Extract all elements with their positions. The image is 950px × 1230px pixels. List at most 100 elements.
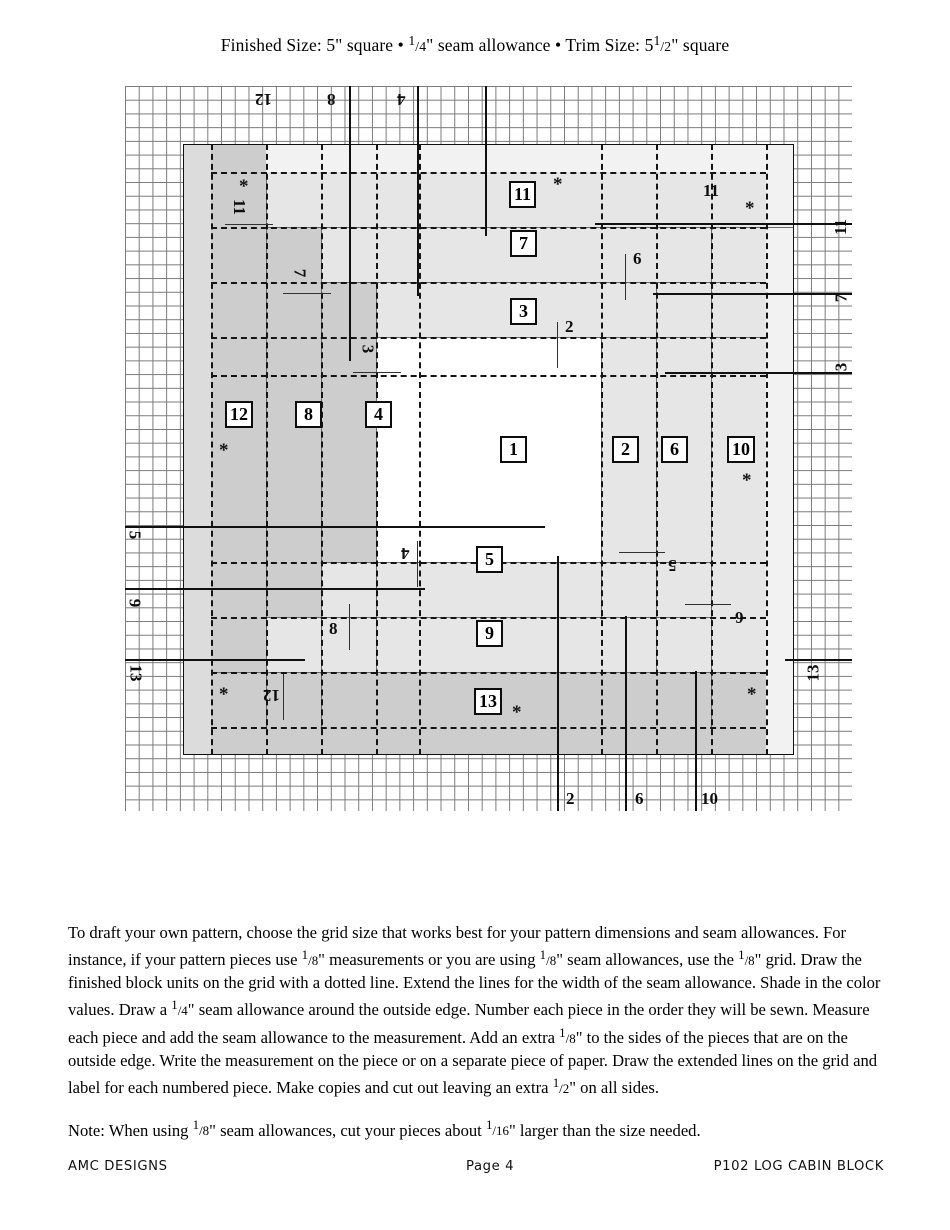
extension-line-top-12 [349, 86, 352, 361]
asterisk-marker-13-left: * [219, 684, 229, 705]
asterisk-marker-10-top-right: * [745, 198, 755, 219]
piece-number-12: 12 [225, 401, 253, 428]
dashed-unit-line-top [211, 172, 766, 174]
extension-line-top-4 [485, 86, 488, 236]
dashed-unit-line-10 [711, 144, 713, 755]
inline-number-8-bottom: 8 [329, 619, 338, 638]
extension-line-right-11 [595, 223, 852, 226]
tick-line-4 [417, 541, 419, 587]
frac-num: 1 [301, 946, 309, 962]
dashed-unit-line-right [766, 144, 768, 755]
dashed-unit-line-bottom [211, 727, 766, 729]
frac-num: 1 [485, 1117, 493, 1133]
piece-number-13: 13 [474, 688, 502, 715]
edge-label-left-9: 9 [125, 598, 145, 608]
inline-number-4-bottom: 4 [401, 544, 410, 563]
edge-label-right-13: 13 [803, 664, 823, 682]
piece-number-7: 7 [510, 230, 537, 257]
piece-1-shape [419, 375, 601, 562]
frac-den: 8 [202, 1123, 210, 1139]
frac-den: 8 [569, 1030, 576, 1046]
piece-number-5: 5 [476, 546, 503, 573]
piece-number-10: 10 [727, 436, 755, 463]
extension-line-right-3 [665, 372, 852, 375]
page-title: Finished Size: 5" square • 1/4" seam all… [0, 33, 950, 56]
seam-allowance-top [211, 144, 766, 172]
extension-line-left-9 [125, 588, 425, 591]
edge-label-left-13: 13 [126, 664, 146, 682]
dashed-unit-line-8 [321, 144, 323, 755]
dashed-unit-line-7 [211, 282, 766, 284]
instructions-part-1: To draft your own pattern, choose the gr… [68, 922, 847, 969]
extension-line-right-13 [785, 659, 852, 662]
asterisk-marker-10-right: * [742, 470, 752, 491]
bullet-separator-2: • [554, 35, 562, 56]
frac-num: 1 [192, 1117, 200, 1133]
inline-number-2-mid: 2 [565, 317, 574, 336]
fraction-one-eighth-2: 1/8 [539, 946, 557, 968]
edge-label-top-12: 12 [255, 90, 272, 109]
inline-number-9-right: 6 [735, 608, 744, 627]
dashed-unit-line-4 [376, 144, 378, 755]
dashed-unit-line-center-top [211, 375, 766, 377]
inline-number-11-left: 11 [230, 198, 250, 216]
tick-line-7 [283, 293, 331, 295]
extension-line-bottom-10 [695, 671, 698, 811]
fraction-one-eighth-3: 1/8 [738, 946, 755, 968]
trim-size-fraction: 1/2 [653, 33, 672, 55]
asterisk-marker-12-left: * [219, 440, 229, 461]
seam-allowance-left [183, 144, 211, 755]
piece-number-4: 4 [365, 401, 392, 428]
extension-line-left-13 [125, 659, 305, 662]
inline-number-3-left: 3 [358, 344, 378, 354]
dashed-unit-line-11 [211, 227, 766, 229]
dashed-unit-line-center-left [419, 144, 421, 755]
footer-page-number: Page 4 [466, 1159, 515, 1174]
piece-number-9: 9 [476, 620, 503, 647]
piece-number-8: 8 [295, 401, 322, 428]
frac-den: 8 [549, 952, 557, 968]
frac-num: 1 [552, 1075, 560, 1091]
edge-label-right-7: 7 [831, 293, 851, 303]
edge-label-bottom-6: 6 [635, 789, 644, 808]
frac-num: 1 [559, 1025, 566, 1041]
edge-label-top-4: 4 [397, 90, 406, 109]
finished-size-label: Finished Size: [220, 35, 322, 56]
edge-label-top-8: 8 [327, 90, 336, 109]
log-cabin-block-diagram: 1 2 3 4 5 6 7 8 9 10 11 12 13 11 6 2 11 … [125, 86, 852, 811]
piece-number-3: 3 [510, 298, 537, 325]
seam-allowance-right [766, 144, 794, 755]
tick-line-3 [353, 372, 401, 374]
frac-den: 4 [181, 1002, 188, 1018]
frac-den: 16 [496, 1123, 509, 1139]
bullet-separator-1: • [397, 35, 404, 56]
finished-size-value: 5" square [326, 35, 394, 56]
page-footer: AMC DESIGNS Page 4 P102 LOG CABIN BLOCK [68, 1159, 884, 1179]
frac-den: 2 [562, 1081, 570, 1097]
fraction-one-eighth-4: 1/8 [559, 1025, 576, 1046]
asterisk-marker-11-top-mid: * [553, 174, 563, 195]
extension-line-right-7 [653, 293, 852, 296]
fraction-one-eighth-1: 1/8 [301, 946, 319, 968]
tick-line-12b [283, 674, 285, 720]
trim-fraction-numerator: 1 [653, 33, 661, 48]
piece-number-1: 1 [500, 436, 527, 463]
edge-label-bottom-2: 2 [566, 789, 575, 808]
seam-allowance-fraction: 1/4 [408, 33, 427, 55]
tick-line-11 [225, 224, 273, 226]
instructions-paragraph: To draft your own pattern, choose the gr… [68, 922, 884, 1101]
edge-label-left-5: 5 [125, 530, 145, 540]
asterisk-marker-11-top-left: * [239, 176, 249, 197]
inline-number-10-top: 11 [703, 181, 720, 200]
dashed-unit-line-12 [266, 144, 268, 755]
footer-pattern-id: P102 LOG CABIN BLOCK [713, 1159, 884, 1174]
seam-fraction-denominator: 4 [419, 39, 427, 55]
extension-line-top-8 [417, 86, 420, 296]
asterisk-marker-13-mid: * [512, 702, 522, 723]
piece-number-11: 11 [509, 181, 537, 208]
tick-line-8b [349, 604, 351, 650]
trim-size-outline [183, 144, 794, 755]
seam-fraction-numerator: 1 [408, 33, 416, 48]
dashed-unit-line-left [211, 144, 213, 755]
note-part-2: " seam allowances, cut your pieces about [209, 1120, 486, 1140]
